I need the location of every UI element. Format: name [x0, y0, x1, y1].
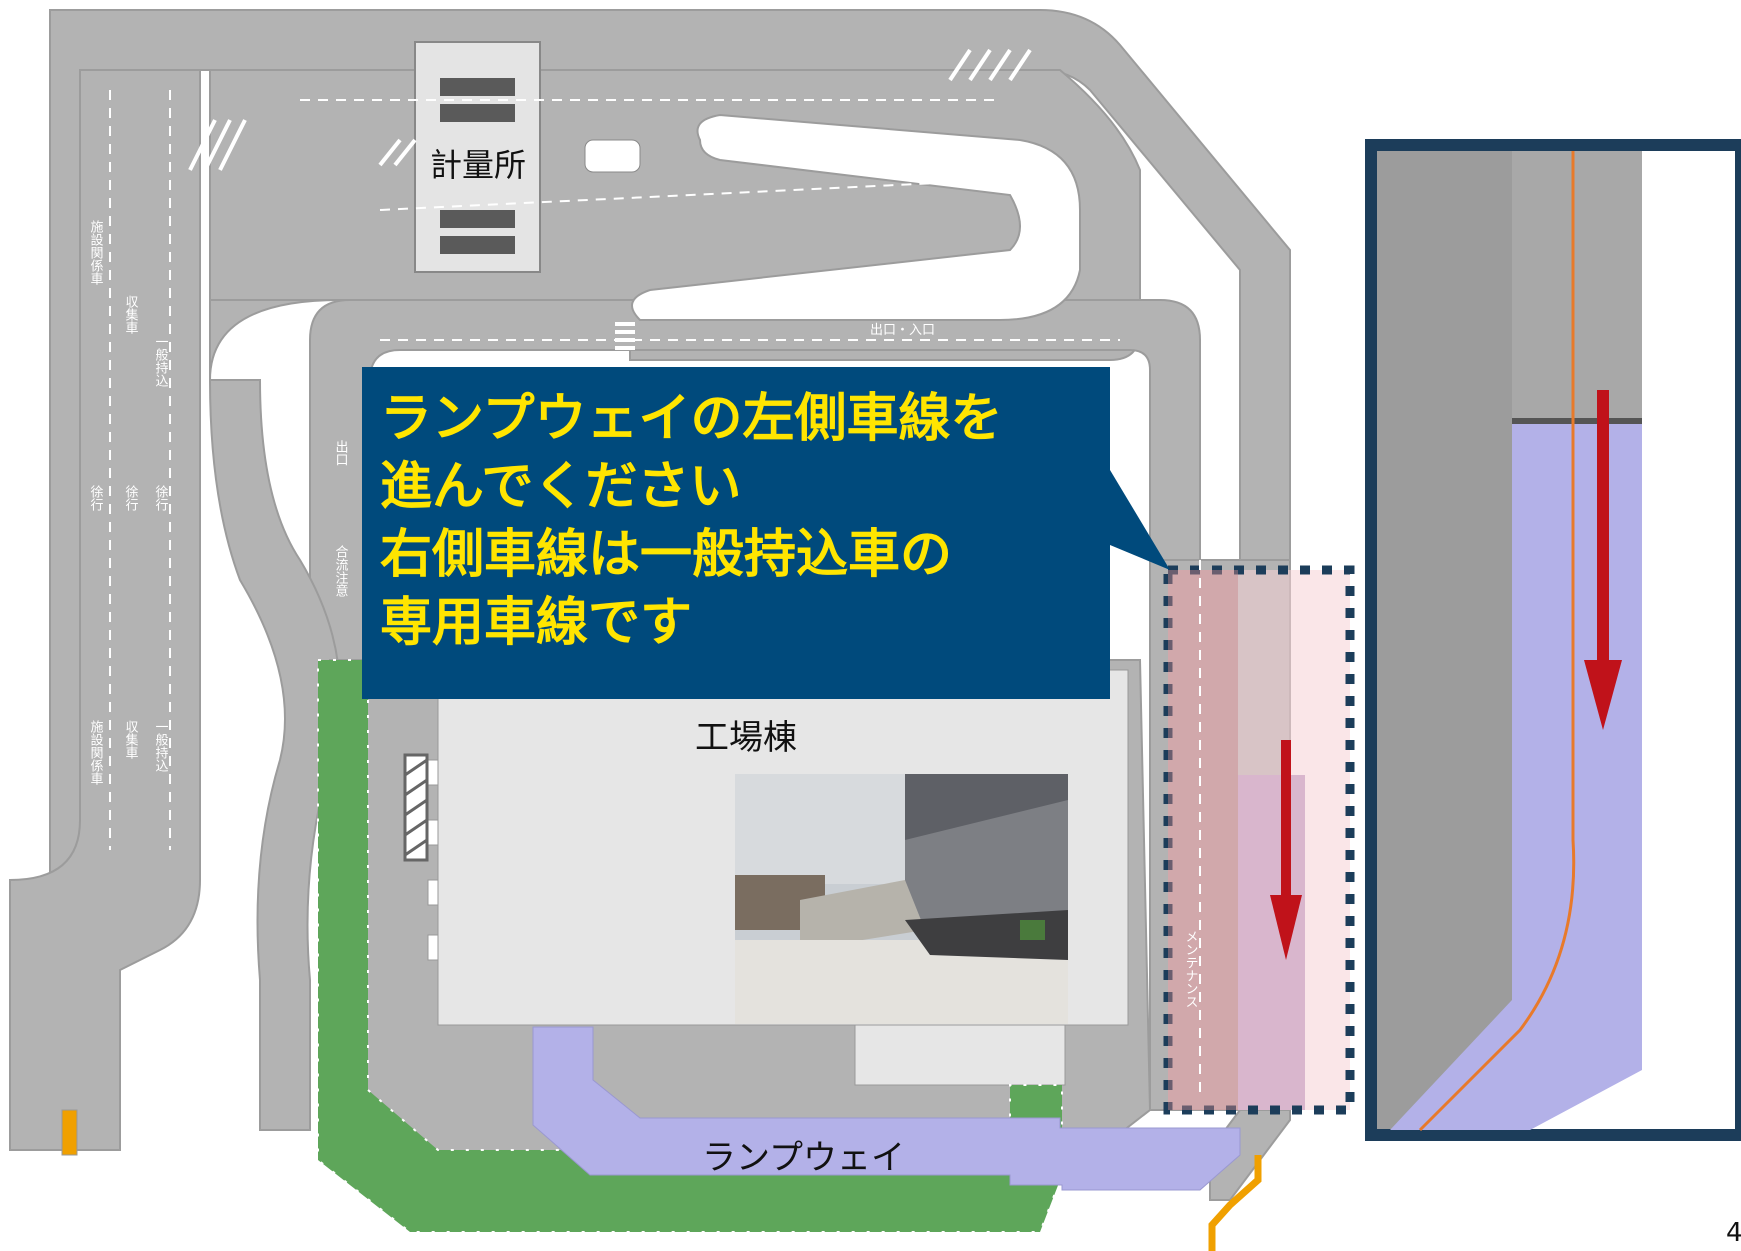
inset-arrow: [1584, 390, 1622, 730]
weighing-station-label: 計量所: [430, 146, 527, 184]
marking-general-carry-in: 一般持込: [153, 335, 169, 387]
marking-slow-2: 徐行: [123, 485, 139, 512]
page-number: 4: [1726, 1218, 1741, 1248]
marking-maintenance: メンテナンス: [1183, 930, 1198, 1008]
marking-merge-caution: 合流注意: [333, 545, 349, 597]
left-lanes: [9, 69, 201, 1151]
marking-slow-1: 徐行: [88, 485, 104, 512]
highlighted-lane-box: [1163, 565, 1355, 1115]
inner-loop-road: [210, 299, 1201, 661]
callout-line-4: 専用車線です: [380, 593, 693, 653]
marking-slow-3: 徐行: [153, 485, 169, 512]
marking-exit: 出口: [333, 440, 348, 466]
callout-line-3: 右側車線は一般持込車の: [380, 525, 953, 585]
marking-collection-vehicle-2: 収集車: [123, 720, 139, 759]
highlight-left-lane: [1168, 570, 1238, 1110]
inner-island: [631, 113, 1081, 321]
inset-orange-line: [1418, 151, 1576, 1132]
rampway-label: ランプウェイ: [702, 1138, 905, 1178]
crosswalk: [615, 322, 635, 350]
callout-line-1: ランプウェイの左側車線を: [380, 389, 1003, 449]
inset-detail: [1365, 139, 1741, 1141]
orange-path: [1208, 1155, 1262, 1251]
marking-facility-vehicle-2: 施設関係車: [88, 720, 104, 785]
marking-exit-entry: 出口・入口: [870, 323, 935, 338]
lane-dashes: [109, 90, 1201, 1100]
winding-road: [208, 379, 341, 1131]
instruction-callout: ランプウェイの左側車線を 進んでください 右側車線は一般持込車の 専用車線です: [362, 367, 1110, 699]
weighing-station: [414, 41, 641, 273]
marking-collection-vehicle: 収集車: [123, 295, 139, 334]
factory-annex: [854, 1024, 1066, 1086]
orange-marker: [61, 1109, 78, 1156]
factory-building-label: 工場棟: [695, 718, 797, 758]
direction-arrow: [1270, 740, 1302, 960]
road-marking-labels: 施設関係車 収集車 一般持込 徐行 徐行 徐行 施設関係車 収集車 一般持込 出…: [88, 220, 1198, 1008]
factory-hatch: [403, 753, 429, 862]
callout-line-2: 進んでください: [380, 457, 742, 517]
marking-facility-vehicle: 施設関係車: [88, 220, 104, 285]
marking-general-carry-in-2: 一般持込: [153, 720, 169, 772]
rampway-photo: [735, 774, 1068, 1024]
rampway-lane: [532, 1026, 1241, 1191]
hatched-zones: [188, 48, 1032, 171]
